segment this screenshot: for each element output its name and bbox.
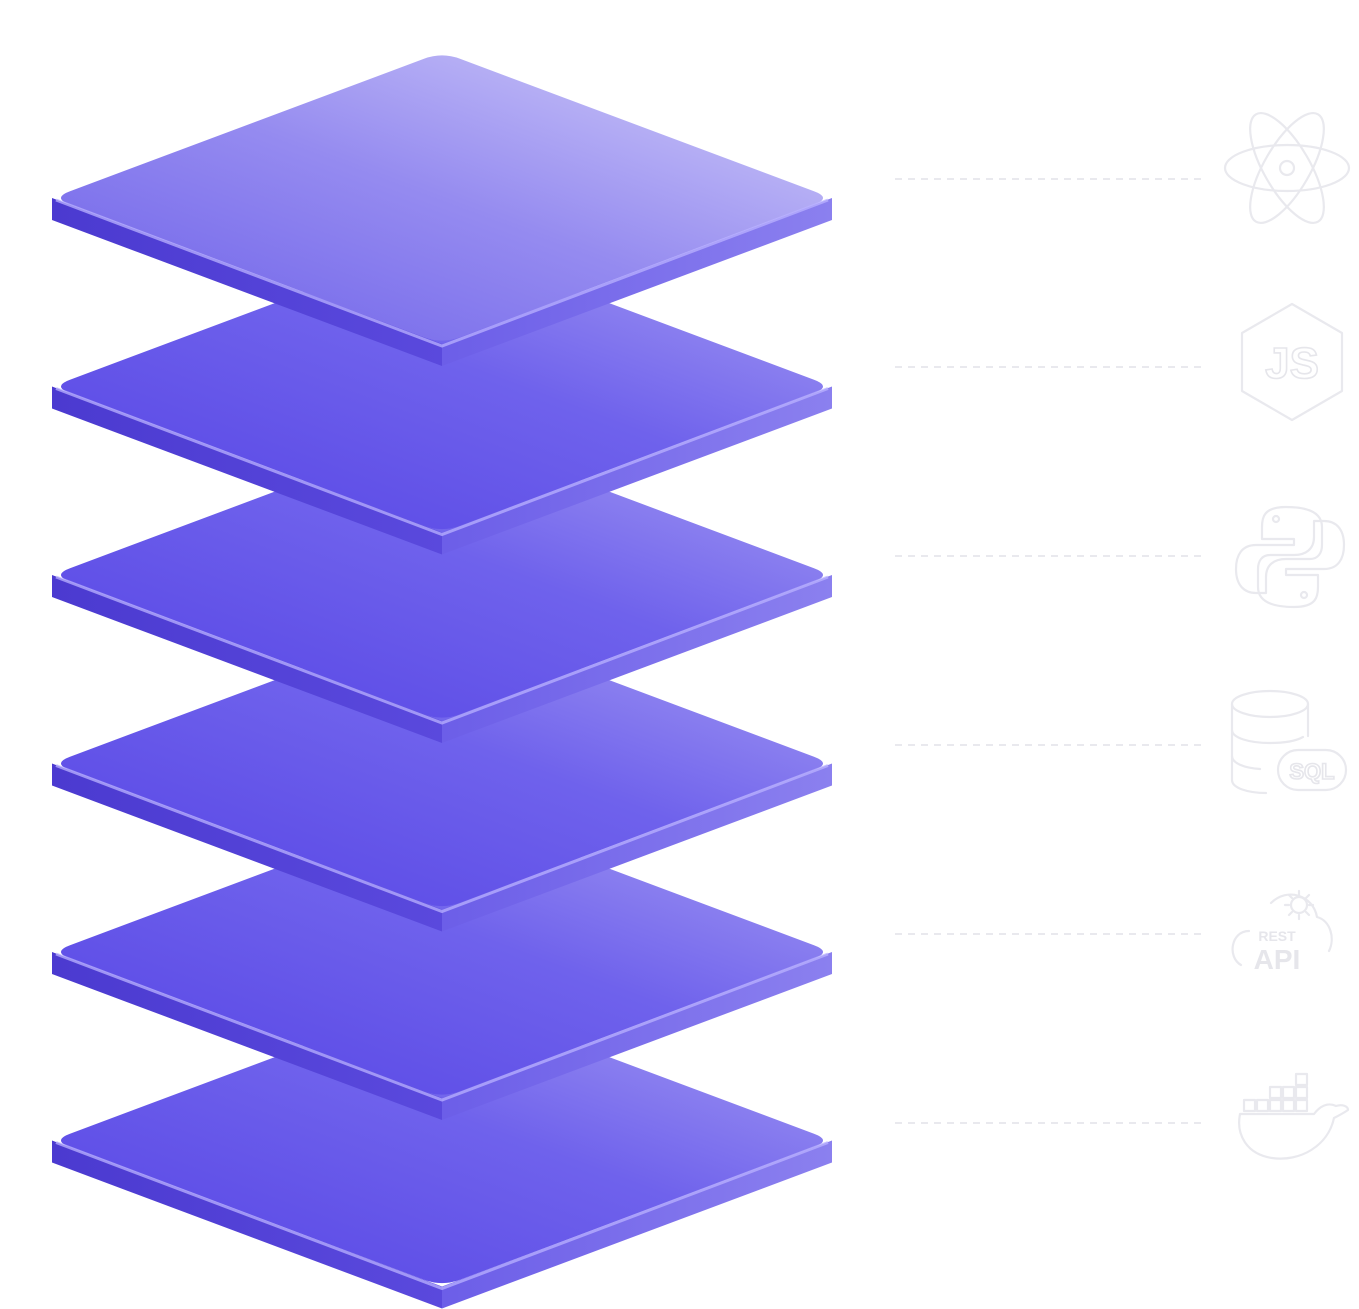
stack-layer: [52, 55, 832, 366]
layer-side-right: [442, 952, 832, 1120]
layer-side-right: [442, 763, 832, 932]
sql-database-icon: SQL: [1230, 689, 1348, 795]
sql-icon-label: SQL: [1289, 759, 1334, 784]
layer-rim-highlight: [55, 1141, 829, 1291]
layer-side-left: [52, 198, 442, 366]
stack-layer: [52, 243, 832, 555]
layer-side-left: [52, 952, 442, 1120]
nodejs-icon-label: JS: [1265, 339, 1319, 388]
layer-rim-highlight: [55, 575, 829, 725]
stack-layer: [52, 997, 832, 1309]
layer-top: [61, 620, 823, 907]
docker-icon: [1238, 1072, 1350, 1160]
layer-top: [61, 997, 823, 1284]
layer-top: [61, 432, 823, 718]
python-icon: [1234, 505, 1346, 609]
stack-layer: [52, 432, 832, 743]
layers: [52, 55, 832, 1309]
api-icon-label: API: [1254, 944, 1301, 975]
layer-top: [61, 55, 823, 341]
layer-side-left: [52, 1140, 442, 1309]
layer-side-right: [442, 198, 832, 366]
layer-side-left: [52, 386, 442, 555]
layer-top: [61, 243, 823, 530]
layer-side-right: [442, 1140, 832, 1309]
rest-api-icon: REST API: [1231, 889, 1333, 975]
layer-rim-highlight: [55, 952, 829, 1102]
stack-layer: [52, 620, 832, 932]
connectors: [895, 178, 1205, 1124]
layer-rim-highlight: [55, 387, 829, 537]
nodejs-icon: JS: [1240, 302, 1344, 422]
layer-rim-highlight: [55, 198, 829, 348]
layer-side-left: [52, 575, 442, 743]
layer-rim-highlight: [55, 764, 829, 914]
layer-side-left: [52, 763, 442, 932]
stack-layer: [52, 809, 832, 1120]
layer-side-right: [442, 575, 832, 743]
layer-side-right: [442, 386, 832, 555]
rest-icon-label: REST: [1258, 928, 1296, 944]
react-icon: [1223, 111, 1351, 225]
layer-top: [61, 809, 823, 1095]
